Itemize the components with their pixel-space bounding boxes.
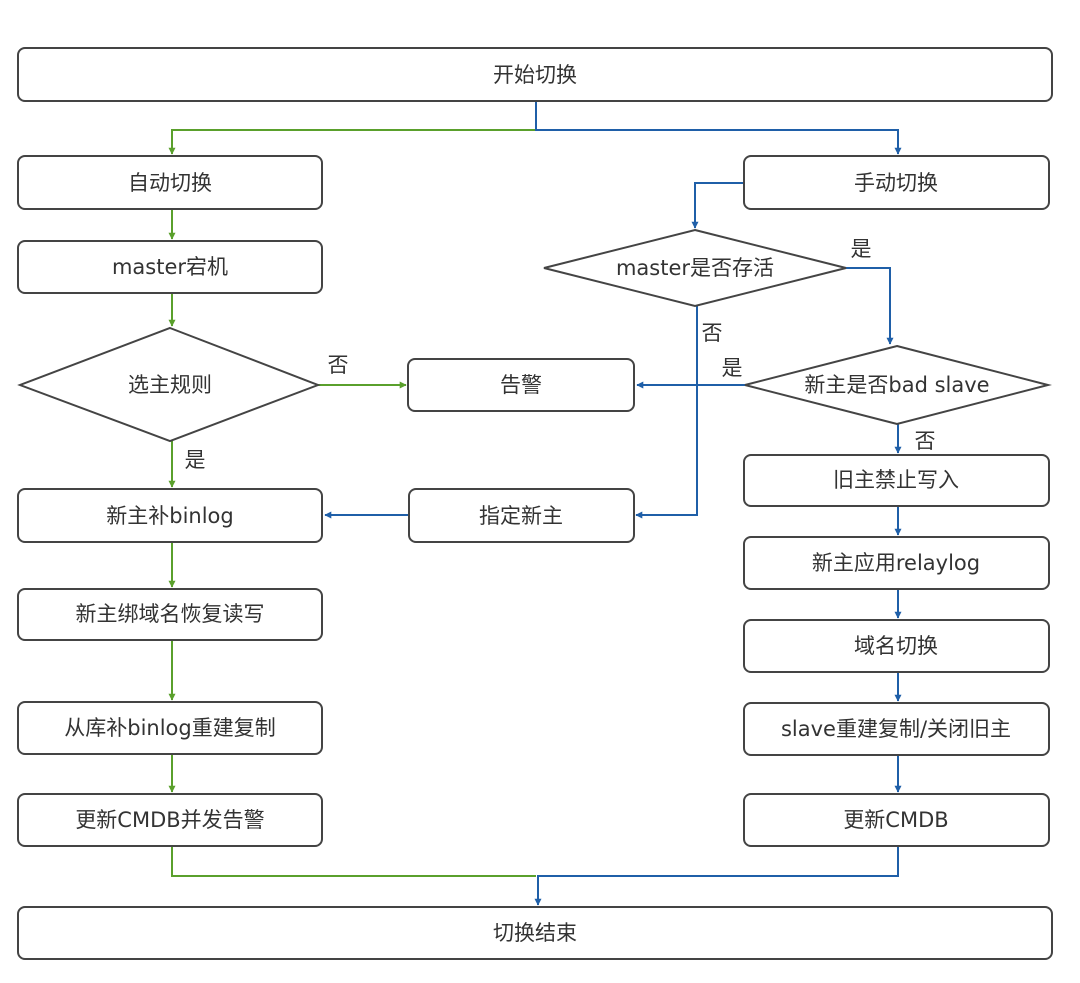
node-select-rule-label: 选主规则 — [128, 373, 212, 397]
edge-label-alive-yes: 是 — [851, 237, 872, 261]
node-assign-new-master-label: 指定新主 — [479, 504, 563, 528]
node-new-master-binlog-label: 新主补binlog — [106, 504, 234, 528]
manual-flow-edges — [324, 101, 902, 906]
node-auto-switch-label: 自动切换 — [128, 171, 212, 195]
edge-label-bad-no: 否 — [915, 429, 936, 453]
edge-cmdb-to-end — [534, 846, 899, 906]
edge-labels: 否 是 是 否 是 否 — [185, 237, 936, 472]
node-update-cmdb-label: 更新CMDB — [843, 808, 948, 832]
node-domain-switch-label: 域名切换 — [854, 634, 938, 658]
node-master-alive: master是否存活 — [543, 228, 847, 308]
node-start-label: 开始切换 — [493, 63, 577, 87]
node-old-master-block: 旧主禁止写入 — [743, 454, 1050, 507]
node-slave-binlog-rebuild: 从库补binlog重建复制 — [17, 701, 323, 755]
node-start: 开始切换 — [17, 47, 1053, 102]
node-apply-relaylog-label: 新主应用relaylog — [812, 551, 980, 575]
node-update-cmdb-alert-label: 更新CMDB并发告警 — [75, 808, 264, 832]
node-select-rule: 选主规则 — [17, 326, 321, 443]
edge-manual-to-alive — [691, 182, 744, 229]
node-end: 切换结束 — [17, 906, 1053, 960]
node-bad-slave-label: 新主是否bad slave — [804, 373, 989, 397]
edge-cmdb-alert-to-end-line — [171, 846, 536, 877]
node-bind-domain-label: 新主绑域名恢复读写 — [76, 602, 265, 626]
node-domain-switch: 域名切换 — [743, 619, 1050, 673]
node-apply-relaylog: 新主应用relaylog — [743, 536, 1050, 590]
node-master-down: master宕机 — [17, 240, 323, 294]
node-assign-new-master: 指定新主 — [408, 488, 635, 543]
edge-label-rule-no: 否 — [328, 353, 349, 377]
edge-label-alive-no: 否 — [702, 321, 723, 345]
node-new-master-binlog: 新主补binlog — [17, 488, 323, 543]
edge-start-to-auto — [168, 101, 537, 155]
edge-label-bad-yes: 是 — [722, 356, 743, 380]
node-bad-slave: 新主是否bad slave — [744, 344, 1052, 426]
node-update-cmdb-alert: 更新CMDB并发告警 — [17, 793, 323, 847]
edge-alive-yes-to-bad — [846, 267, 894, 345]
node-manual-switch: 手动切换 — [743, 155, 1050, 210]
node-bind-domain: 新主绑域名恢复读写 — [17, 588, 323, 641]
node-slave-binlog-rebuild-label: 从库补binlog重建复制 — [64, 716, 276, 740]
node-end-label: 切换结束 — [493, 921, 577, 945]
node-slave-rebuild-close: slave重建复制/关闭旧主 — [743, 702, 1050, 756]
node-alert: 告警 — [407, 358, 635, 412]
node-master-down-label: master宕机 — [112, 255, 228, 279]
node-manual-switch-label: 手动切换 — [854, 171, 938, 195]
edge-label-rule-yes: 是 — [185, 448, 206, 472]
node-auto-switch: 自动切换 — [17, 155, 323, 210]
edge-start-to-manual — [535, 101, 902, 155]
node-old-master-block-label: 旧主禁止写入 — [833, 468, 959, 492]
node-update-cmdb: 更新CMDB — [743, 793, 1050, 847]
node-master-alive-label: master是否存活 — [616, 256, 774, 280]
node-alert-label: 告警 — [500, 373, 542, 397]
node-slave-rebuild-close-label: slave重建复制/关闭旧主 — [781, 717, 1011, 741]
edge-alive-no-to-assign — [635, 306, 698, 519]
